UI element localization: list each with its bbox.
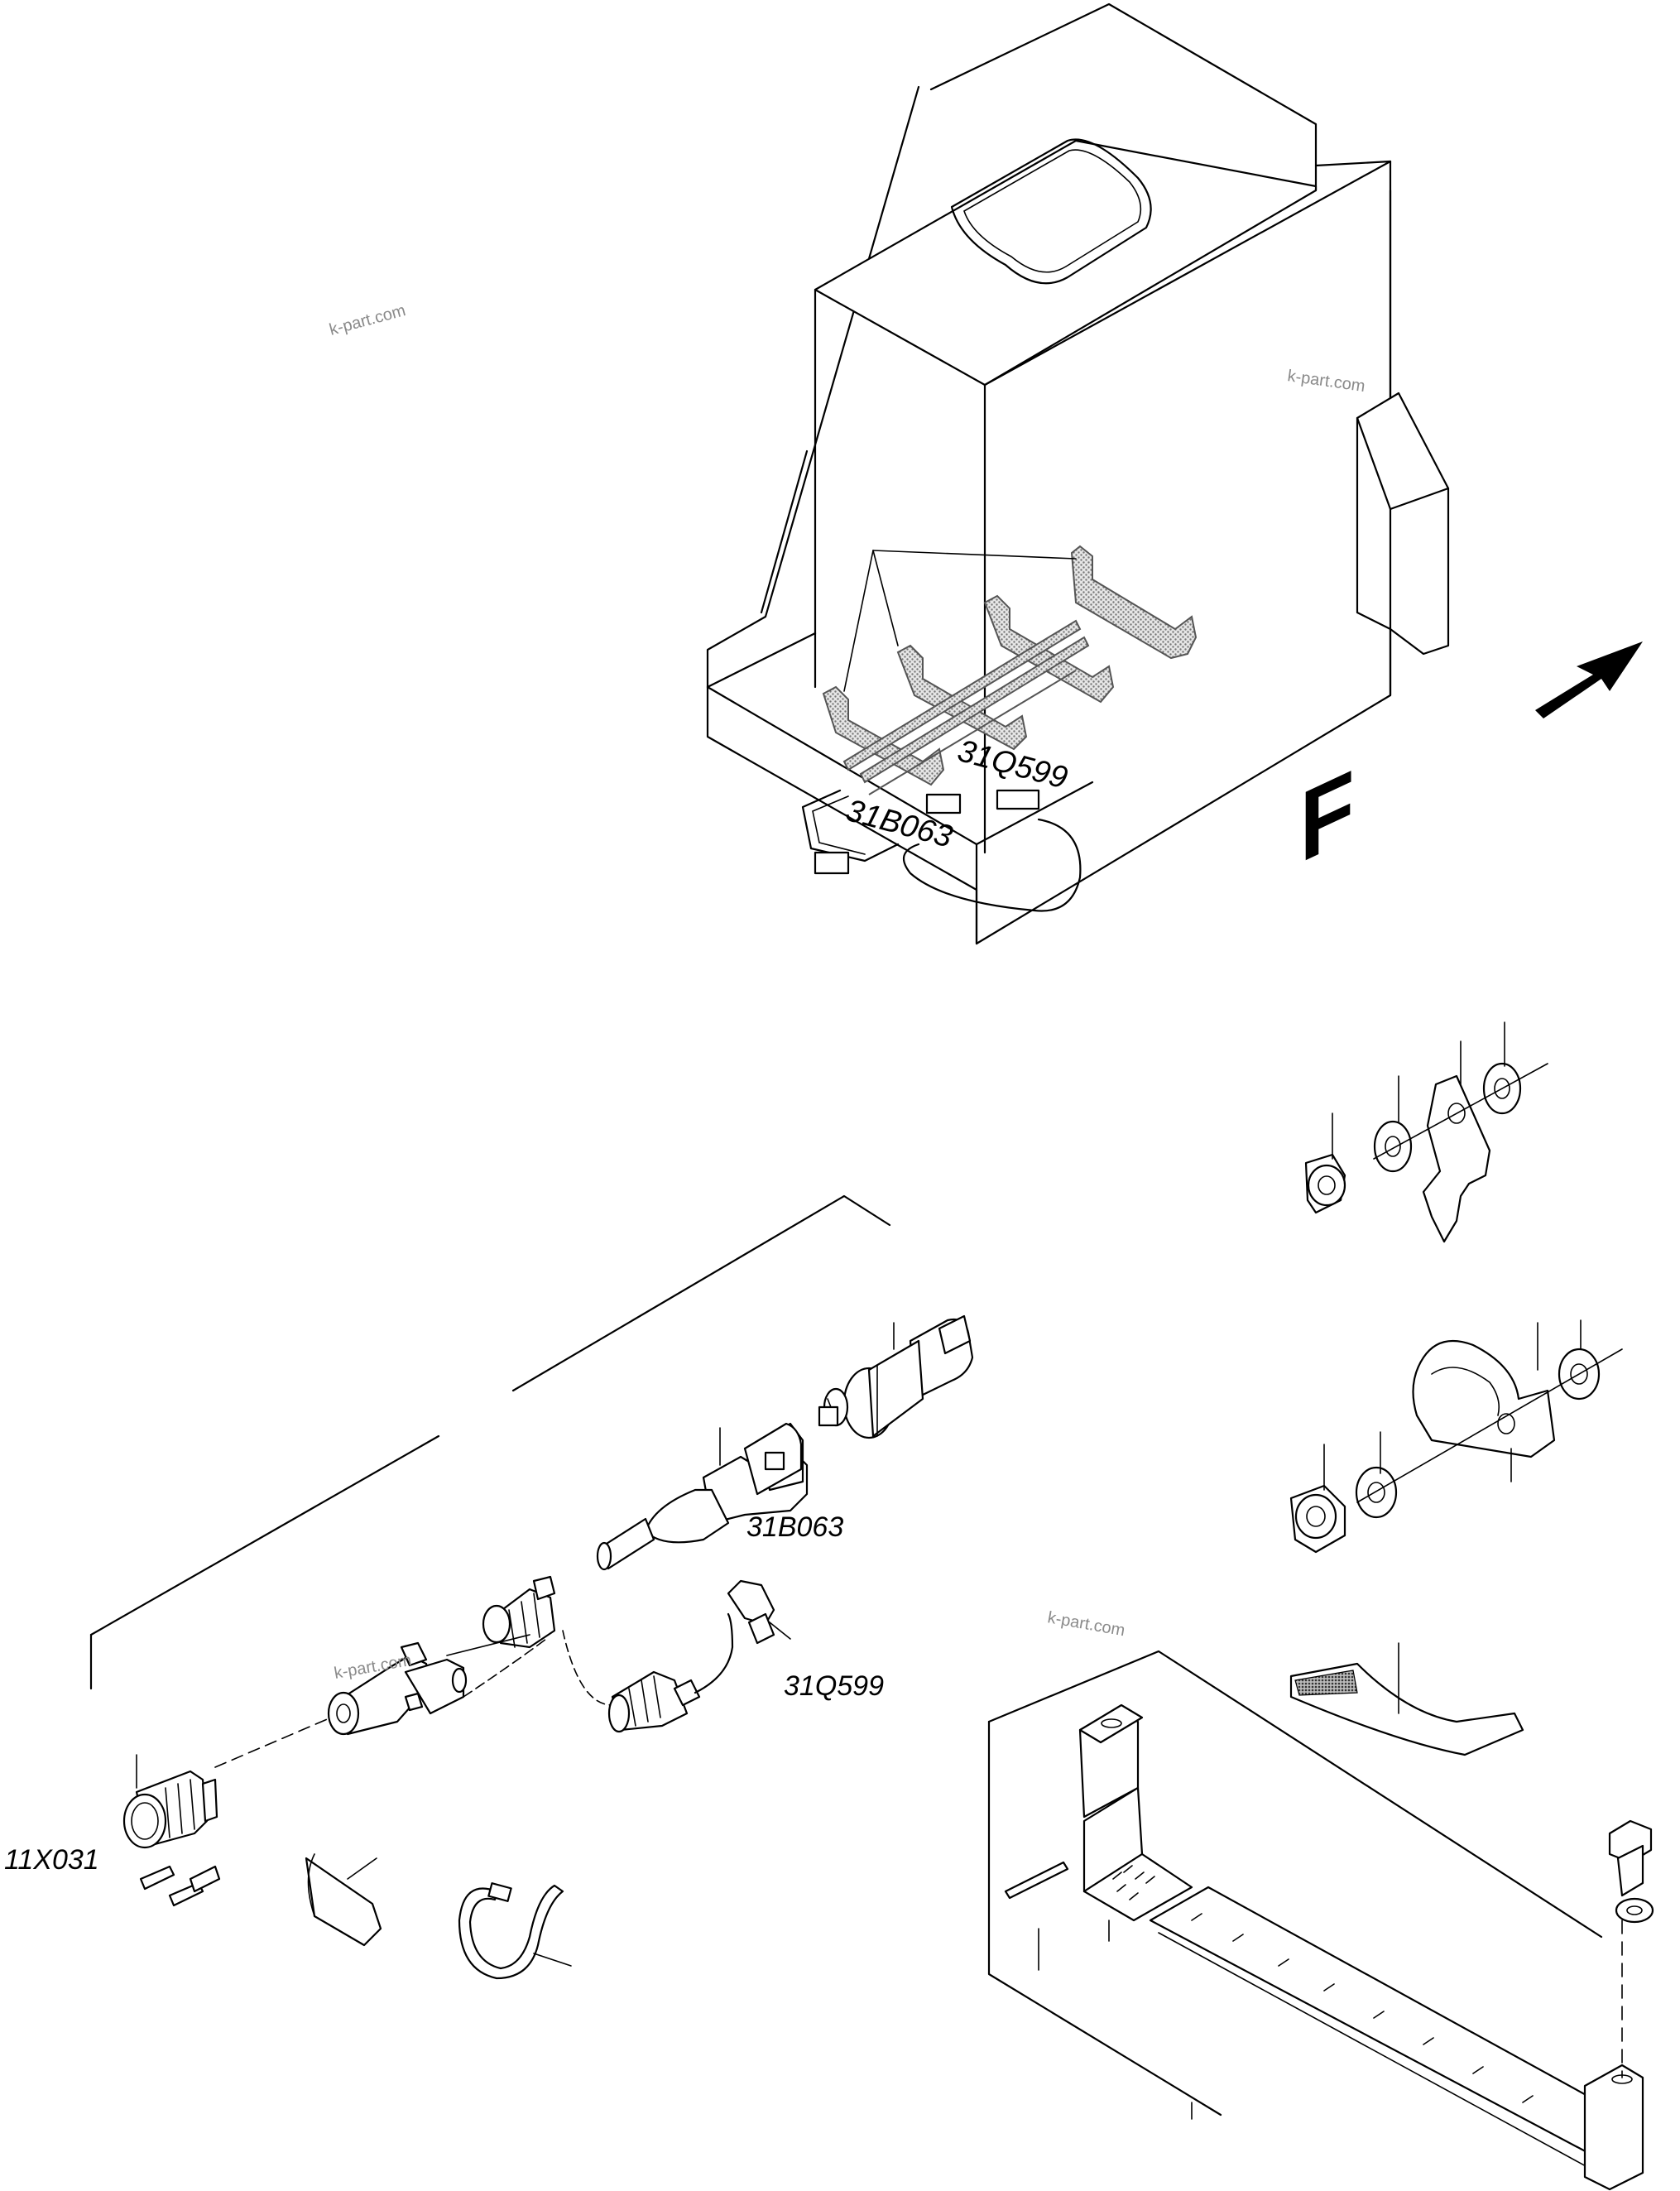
washer — [1355, 1466, 1398, 1519]
harness-wire — [562, 1630, 613, 1706]
harness-fittings — [446, 1575, 556, 1656]
connector-11x031 — [122, 1754, 218, 1849]
rubber-pad — [1289, 1642, 1524, 1756]
y-junction-connector — [327, 1641, 468, 1736]
hydraulic-tank — [706, 2, 1450, 945]
watermark: k-part.com — [328, 301, 408, 339]
level-switch-31q599 — [607, 1579, 791, 1733]
watermark: k-part.com — [1286, 367, 1366, 396]
label-11x031: 11X031 — [4, 1844, 99, 1876]
washer — [1373, 1120, 1413, 1173]
conduit-sleeve — [305, 1853, 382, 1947]
clamp-assembly-lower — [1289, 1319, 1623, 1554]
bracket-strip — [1004, 1703, 1644, 2191]
label-31q599: 31Q599 — [784, 1670, 884, 1702]
hose-clamp — [1412, 1339, 1556, 1458]
label-31b063: 31B063 — [746, 1511, 843, 1543]
tank-leaders — [843, 550, 1077, 692]
sensor-connector-31b063 — [596, 1422, 809, 1571]
bolt-and-washer — [1608, 1819, 1654, 2078]
internal-piping — [822, 545, 1198, 795]
front-direction-indicator: F — [1300, 641, 1643, 885]
arrow-right-icon — [1535, 641, 1643, 718]
pressure-sensor-31b063 — [818, 1314, 974, 1439]
tank-wiring — [801, 789, 1082, 912]
front-letter: F — [1300, 749, 1355, 885]
harness-wire — [463, 1638, 547, 1698]
harness-wire — [214, 1717, 332, 1768]
harness-frame — [89, 1194, 891, 1690]
watermark: k-part.com — [1046, 1608, 1126, 1640]
clip-bracket — [1422, 1074, 1491, 1243]
cable-tie — [458, 1882, 572, 1980]
mounting-frame — [987, 1650, 1603, 2120]
contact-pins — [139, 1865, 221, 1907]
clamp-assembly-upper — [1304, 1021, 1548, 1243]
